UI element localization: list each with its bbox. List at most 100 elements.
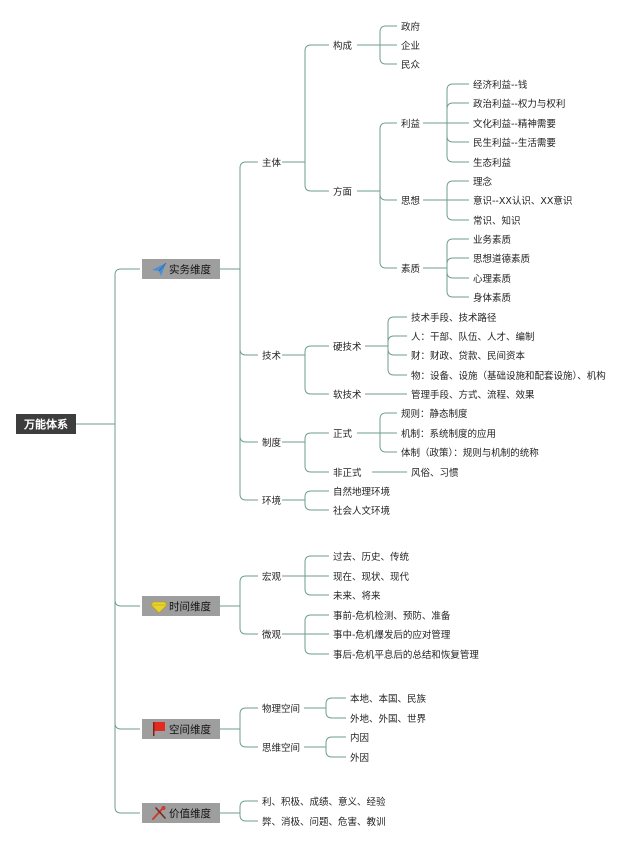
node-yj3[interactable]: 财：财政、贷款、民间资本 [411, 350, 526, 362]
connector-line [357, 412, 397, 434]
node-wl2[interactable]: 外地、外国、世界 [350, 713, 427, 725]
node-li4[interactable]: 民生利益--生活需要 [473, 137, 556, 149]
connector-line [76, 268, 140, 425]
dimension-node-value[interactable]: 价值维度 [142, 803, 220, 823]
connector-line [304, 707, 346, 719]
node-goucheng[interactable]: 构成 [333, 40, 353, 52]
node-hj1[interactable]: 自然地理环境 [333, 486, 391, 498]
root-node-box [16, 414, 76, 434]
node-qiye[interactable]: 企业 [401, 40, 420, 52]
node-zhengshi[interactable]: 正式 [333, 428, 353, 440]
connector-line [282, 575, 329, 596]
node-hg3[interactable]: 未来、将来 [333, 590, 381, 602]
node-si2[interactable]: 意识--XX认识、XX意识 [473, 195, 572, 207]
dimension-node-space[interactable]: 空间维度 [142, 719, 220, 739]
node-zs3[interactable]: 体制（政策）：规则与机制的统称 [401, 447, 539, 459]
connector-line [423, 199, 469, 221]
node-su3[interactable]: 心理素质 [473, 273, 512, 285]
dimension-node-time[interactable]: 时间维度 [142, 596, 220, 616]
node-huanjing[interactable]: 环境 [262, 495, 282, 507]
node-liyi[interactable]: 利益 [401, 118, 421, 130]
connector-line [76, 423, 140, 814]
node-minzhong[interactable]: 民众 [401, 60, 421, 71]
connector-line [220, 161, 258, 270]
node-rj1[interactable]: 管理手段、方式、流程、效果 [411, 389, 535, 401]
dimension-label: 时间维度 [169, 600, 211, 613]
node-wg3[interactable]: 事后-危机平息后的总结和恢复管理 [333, 649, 479, 661]
node-li5[interactable]: 生态利益 [473, 157, 512, 169]
connector-line [220, 812, 258, 822]
node-sw2[interactable]: 外因 [350, 752, 369, 764]
connector-line [423, 122, 469, 143]
node-yingjishu[interactable]: 硬技术 [333, 341, 362, 353]
node-yj1[interactable]: 技术手段、技术路径 [411, 312, 497, 324]
flag-icon [153, 722, 165, 736]
node-sixiang[interactable]: 思想 [401, 195, 421, 207]
node-zhuti[interactable]: 主体 [262, 157, 282, 169]
connector-line [365, 316, 407, 347]
node-yj2[interactable]: 人：干部、队伍、人才、编制 [411, 331, 535, 343]
node-li2[interactable]: 政治利益--权力与权利 [473, 98, 565, 110]
connector-line [282, 490, 329, 501]
node-su2[interactable]: 思想道德素质 [473, 253, 531, 265]
node-fangmian[interactable]: 方面 [333, 186, 352, 198]
node-siwei[interactable]: 思维空间 [262, 742, 300, 754]
node-wg1[interactable]: 事前-危机检测、预防、准备 [333, 610, 451, 622]
connector-line [282, 44, 329, 163]
node-li1[interactable]: 经济利益--钱 [473, 79, 528, 91]
connector-line [220, 605, 258, 635]
node-si3[interactable]: 常识、知识 [473, 215, 521, 227]
node-zhidu[interactable]: 制度 [262, 437, 282, 449]
node-sw1[interactable]: 内因 [350, 732, 369, 744]
connector-line [220, 268, 258, 356]
connector-line [282, 614, 329, 635]
node-zs1[interactable]: 规则：静态制度 [401, 408, 468, 420]
connector-line [357, 190, 397, 201]
node-si1[interactable]: 理念 [473, 176, 493, 188]
node-weiguan[interactable]: 微观 [262, 629, 282, 641]
connector-line [282, 354, 329, 395]
node-li3[interactable]: 文化利益--精神需要 [473, 118, 556, 130]
connector-line [76, 423, 140, 607]
node-suzhi[interactable]: 素质 [401, 263, 421, 275]
node-fz1[interactable]: 风俗、习惯 [411, 467, 459, 479]
dimension-node-practice[interactable]: 实务维度 [142, 259, 220, 279]
connector-line [357, 25, 397, 46]
dimension-label: 价值维度 [169, 807, 211, 820]
connector-line [357, 190, 397, 269]
node-zs2[interactable]: 机制：系统制度的应用 [401, 428, 496, 440]
node-wuli[interactable]: 物理空间 [262, 703, 300, 715]
node-hg1[interactable]: 过去、历史、传统 [333, 551, 410, 563]
node-yj4[interactable]: 物：设备、设施（基础设施和配套设施）、机构 [411, 370, 606, 382]
node-su1[interactable]: 业务素质 [473, 234, 512, 246]
node-feizhengshi[interactable]: 非正式 [333, 467, 362, 479]
connector-line [282, 161, 329, 192]
connector-line [282, 499, 329, 511]
node-v2[interactable]: 弊、消极、问题、危害、教训 [262, 816, 386, 828]
node-wl1[interactable]: 本地、本国、民族 [350, 693, 427, 705]
node-hongguan[interactable]: 宏观 [262, 571, 282, 583]
node-su4[interactable]: 身体素质 [473, 292, 512, 304]
connector-line [357, 44, 397, 65]
dimension-box [142, 596, 220, 616]
node-jishu[interactable]: 技术 [262, 350, 282, 362]
node-zhengfu[interactable]: 政府 [401, 21, 421, 33]
connector-line [282, 633, 329, 655]
node-v1[interactable]: 利、积极、成绩、意义、经验 [262, 796, 386, 808]
connector-line [357, 122, 397, 192]
connector-line [304, 736, 346, 748]
connector-line [365, 345, 407, 376]
connector-line [220, 728, 258, 748]
node-wg2[interactable]: 事中-危机爆发后的应对管理 [333, 629, 451, 641]
root-label: 万能体系 [23, 417, 68, 431]
connector-line [365, 335, 407, 347]
connector-line [220, 800, 258, 814]
connector-line [423, 122, 469, 163]
root-node[interactable]: 万能体系 [16, 414, 76, 434]
connector-line [423, 102, 469, 124]
connector-line [423, 257, 469, 269]
node-hj2[interactable]: 社会人文环境 [333, 505, 391, 517]
node-hg2[interactable]: 现在、现状、现代 [333, 571, 410, 583]
node-ruanjishu[interactable]: 软技术 [333, 389, 362, 401]
